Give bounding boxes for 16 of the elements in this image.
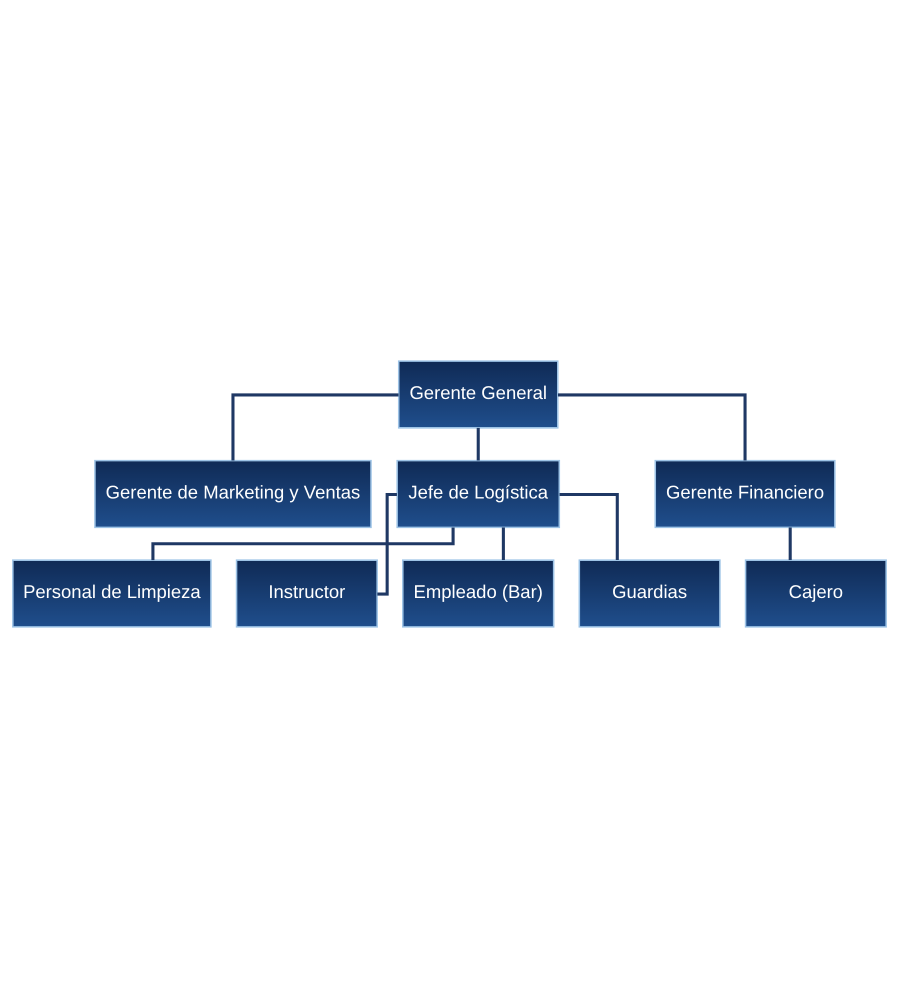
connector — [231, 392, 399, 460]
node-box: Instructor — [236, 558, 378, 628]
connector — [502, 526, 505, 560]
node-box: Jefe de Logística — [396, 459, 560, 528]
node-box: Gerente de Marketing y Ventas — [94, 459, 372, 528]
connector — [476, 427, 480, 460]
connector — [377, 492, 397, 596]
node-box: Empleado (Bar) — [402, 558, 554, 628]
connector — [558, 392, 747, 460]
connector — [788, 526, 792, 560]
connector — [560, 492, 619, 560]
node-box: Personal de Limpieza — [12, 558, 212, 628]
node-box: Gerente General — [398, 360, 559, 428]
node-box: Cajero — [744, 558, 887, 628]
node-box: Gerente Financiero — [654, 459, 836, 528]
node-box: Guardias — [578, 558, 721, 628]
